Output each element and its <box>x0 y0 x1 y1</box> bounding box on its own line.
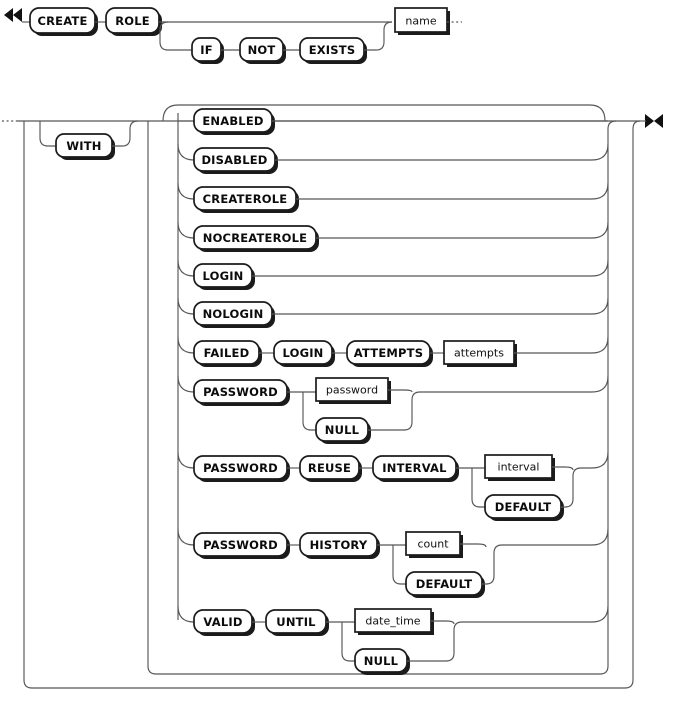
terminal-until: UNTIL <box>265 609 329 636</box>
nonterminal-attempts: attempts <box>443 340 517 367</box>
terminal-reuse-label: REUSE <box>308 461 351 475</box>
terminal-with-label: WITH <box>66 139 101 153</box>
nonterminal-count: count <box>405 531 463 558</box>
nonterminal-interval-value-label: interval <box>498 461 540 474</box>
terminal-createrole: CREATEROLE <box>193 186 299 213</box>
terminal-default-1: DEFAULT <box>484 494 564 521</box>
terminal-password-2: PASSWORD <box>193 455 290 482</box>
terminal-attempts-keyword-label: ATTEMPTS <box>354 346 423 360</box>
terminal-null-2: NULL <box>354 648 410 675</box>
end-marker-icon <box>645 114 663 128</box>
terminal-nologin: NOLOGIN <box>193 301 275 328</box>
terminal-history: HISTORY <box>299 532 380 559</box>
nonterminal-date-time-label: date_time <box>365 615 420 628</box>
nonterminal-attempts-label: attempts <box>454 347 504 360</box>
terminal-disabled-label: DISABLED <box>201 153 267 167</box>
terminal-create: CREATE <box>29 7 98 36</box>
terminal-password-1-label: PASSWORD <box>203 385 278 399</box>
terminal-nocreaterole-label: NOCREATEROLE <box>203 231 307 245</box>
terminal-default-1-label: DEFAULT <box>495 500 552 514</box>
terminal-createrole-label: CREATEROLE <box>203 192 288 206</box>
terminal-failed-label: FAILED <box>204 346 250 360</box>
terminal-attempts-keyword: ATTEMPTS <box>346 340 433 367</box>
terminal-password-2-label: PASSWORD <box>203 461 278 475</box>
terminal-null-2-label: NULL <box>364 654 399 668</box>
terminal-exists-label: EXISTS <box>309 43 356 57</box>
terminal-failed: FAILED <box>193 340 262 367</box>
terminal-default-2-label: DEFAULT <box>416 577 473 591</box>
terminal-disabled: DISABLED <box>193 147 278 174</box>
terminal-failed-login-label: LOGIN <box>282 346 323 360</box>
terminal-history-label: HISTORY <box>310 538 368 552</box>
terminal-role: ROLE <box>105 7 162 36</box>
row-create-role: CREATE ROLE IF NOT <box>4 7 462 64</box>
terminal-if: IF <box>191 37 224 64</box>
nonterminal-name-label: name <box>405 15 436 28</box>
nonterminal-interval-value: interval <box>484 454 555 481</box>
terminal-interval-keyword: INTERVAL <box>372 455 459 482</box>
terminal-until-label: UNTIL <box>276 615 316 629</box>
terminal-create-label: CREATE <box>37 14 87 28</box>
terminal-password-3: PASSWORD <box>193 532 290 559</box>
terminal-nologin-label: NOLOGIN <box>203 307 264 321</box>
start-marker-icon <box>4 8 22 22</box>
terminal-nocreaterole: NOCREATEROLE <box>193 225 319 252</box>
terminal-failed-login: LOGIN <box>273 340 335 367</box>
terminal-not-label: NOT <box>248 43 276 57</box>
terminal-password-3-label: PASSWORD <box>203 538 278 552</box>
nonterminal-password-value-label: password <box>326 384 378 397</box>
terminal-reuse: REUSE <box>299 455 362 482</box>
terminal-login-label: LOGIN <box>202 269 243 283</box>
nonterminal-date-time: date_time <box>354 608 434 635</box>
terminal-if-label: IF <box>200 43 213 57</box>
terminal-enabled: ENABLED <box>193 108 275 135</box>
nonterminal-password-value: password <box>315 377 391 404</box>
terminal-valid: VALID <box>193 609 255 636</box>
terminal-null-1-label: NULL <box>325 423 360 437</box>
terminal-interval-keyword-label: INTERVAL <box>382 461 447 475</box>
terminal-not: NOT <box>239 37 286 64</box>
terminal-default-2: DEFAULT <box>405 571 485 598</box>
nonterminal-count-label: count <box>417 538 449 551</box>
terminal-password-1: PASSWORD <box>193 379 290 406</box>
terminal-role-label: ROLE <box>115 14 150 28</box>
terminal-valid-label: VALID <box>203 615 242 629</box>
terminal-with: WITH <box>55 133 115 160</box>
terminal-login: LOGIN <box>193 263 255 290</box>
row-with-options: WITH ENABLED DISABLED CREATER <box>2 104 663 689</box>
terminal-exists: EXISTS <box>299 37 367 64</box>
terminal-null-1: NULL <box>315 417 371 444</box>
nonterminal-name: name <box>394 7 450 35</box>
terminal-enabled-label: ENABLED <box>202 114 263 128</box>
